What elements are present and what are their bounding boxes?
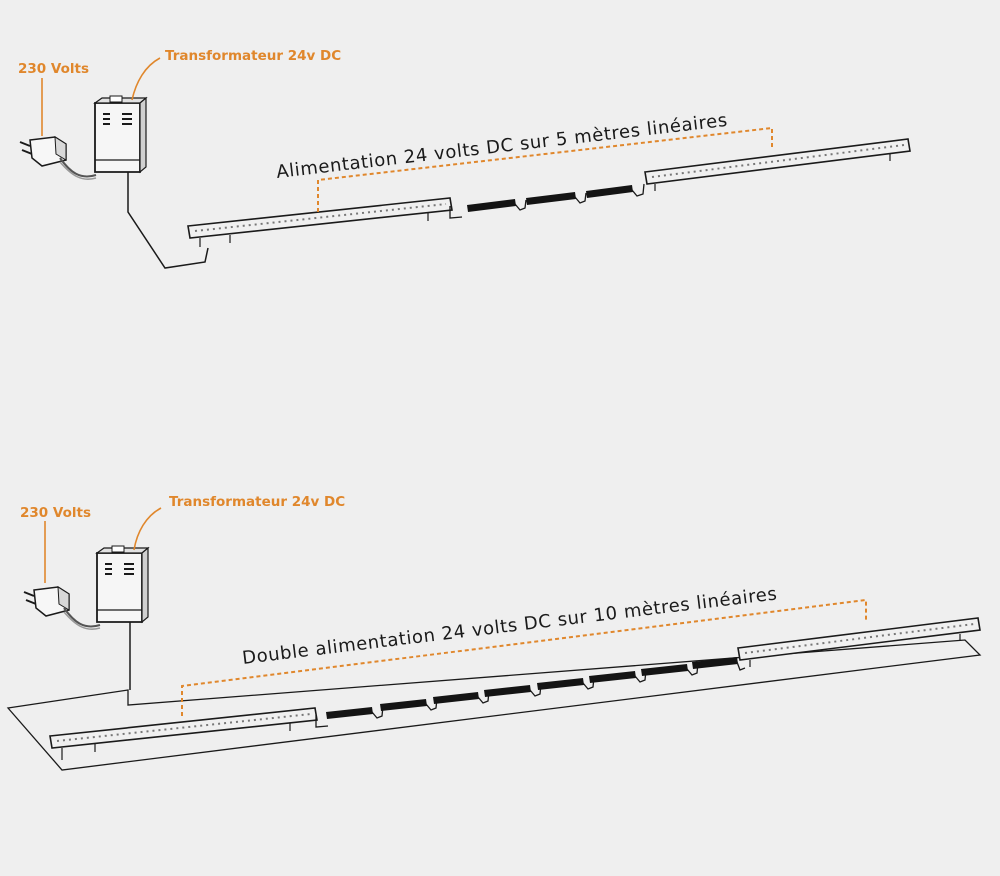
- led-bar-left: [187, 197, 453, 247]
- led-bar-right: [737, 617, 981, 667]
- span-bracket: [317, 126, 773, 212]
- connector-segments: [315, 657, 746, 728]
- transformer-leader: [133, 507, 162, 551]
- diagram-double-supply: 230 Volts Transformateur 24v DC Double a…: [6, 494, 982, 771]
- transformer-icon: [93, 95, 148, 174]
- diagram-single-supply: 230 Volts Transformateur 24v DC Alimenta…: [18, 48, 911, 269]
- floor-plane: [6, 639, 982, 771]
- transformer-label: Transformateur 24v DC: [165, 48, 341, 64]
- mains-cable: [59, 157, 97, 178]
- led-bar-left: [49, 707, 318, 760]
- plug-icon: [19, 136, 67, 167]
- connector-segments: [449, 183, 645, 219]
- transformer-icon: [95, 545, 150, 624]
- led-bar-right: [644, 138, 911, 191]
- span-bracket: [181, 598, 867, 716]
- diagram-caption: Double alimentation 24 volts DC sur 10 m…: [241, 583, 778, 669]
- transformer-label: Transformateur 24v DC: [169, 494, 345, 510]
- plug-icon: [23, 586, 70, 617]
- dc-cable: [127, 172, 209, 269]
- transformer-leader: [131, 57, 161, 101]
- mains-cable: [63, 607, 101, 628]
- voltage-label: 230 Volts: [20, 505, 91, 521]
- voltage-label: 230 Volts: [18, 61, 89, 77]
